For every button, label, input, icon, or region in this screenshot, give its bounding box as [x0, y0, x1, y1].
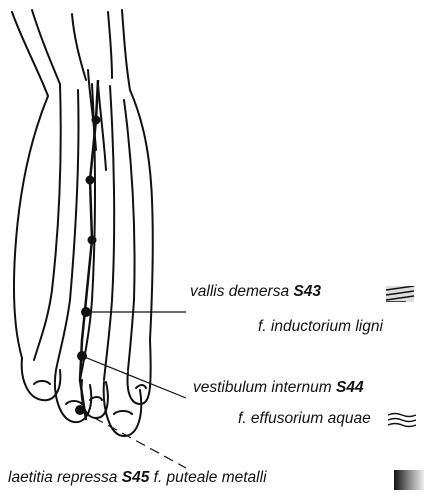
leg-outline-right	[122, 10, 130, 90]
meridian-point-2	[86, 176, 95, 185]
water-symbol-icon	[388, 412, 416, 428]
label-S44-code: S44	[336, 379, 364, 396]
label-S45: laetitia repressa S45 f. puteale metalli	[8, 469, 267, 487]
label-S43: vallis demersa S43	[190, 283, 321, 301]
toe-4	[104, 382, 142, 436]
label-S44: vestibulum internum S44	[193, 379, 364, 397]
toe-5	[128, 340, 151, 404]
label-S43-code: S43	[293, 283, 321, 300]
label-S45-function: f. puteale metalli	[154, 469, 267, 486]
leg-outline-left	[12, 12, 48, 96]
label-S45-name: laetitia repressa	[8, 469, 117, 486]
label-S43-name: vallis demersa	[190, 283, 289, 300]
metal-symbol-icon	[394, 470, 424, 490]
label-S45-code: S45	[122, 469, 150, 486]
leader-S45	[80, 410, 186, 468]
meridian-point-1	[92, 116, 101, 125]
label-S44-name: vestibulum internum	[193, 379, 332, 396]
wood-symbol-icon	[386, 286, 414, 302]
foot-outline-medial	[14, 96, 48, 358]
label-S44-function: f. effusorium aquae	[238, 410, 371, 428]
label-S43-function: f. inductorium ligni	[258, 318, 383, 336]
leader-S44	[82, 356, 186, 398]
meridian-point-3	[88, 236, 97, 245]
